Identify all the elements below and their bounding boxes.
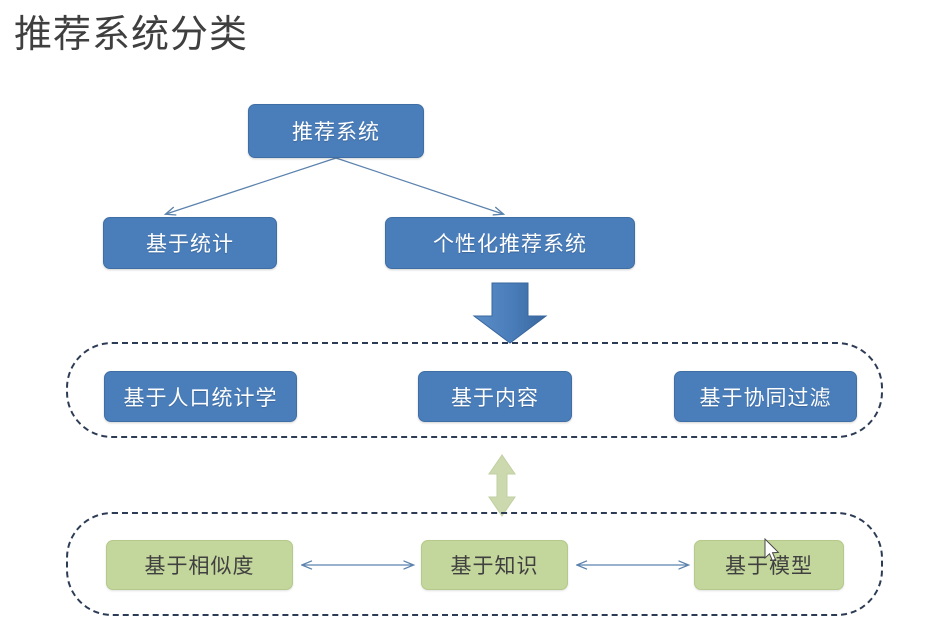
node-content-based[interactable]: 基于内容 bbox=[418, 371, 572, 422]
node-root[interactable]: 推荐系统 bbox=[248, 104, 424, 158]
connector-root-to-right bbox=[335, 157, 503, 214]
block-arrow-down-icon bbox=[472, 282, 548, 344]
node-similarity-based[interactable]: 基于相似度 bbox=[106, 540, 293, 590]
node-collaborative-filtering-based[interactable]: 基于协同过滤 bbox=[674, 371, 857, 422]
group-techniques-dashed-container bbox=[66, 512, 883, 616]
node-model-based[interactable]: 基于模型 bbox=[694, 540, 844, 590]
group-methods-dashed-container bbox=[66, 342, 883, 438]
node-demographic-based[interactable]: 基于人口统计学 bbox=[104, 371, 297, 422]
page-title: 推荐系统分类 bbox=[14, 14, 249, 56]
connector-root-to-left bbox=[166, 157, 337, 214]
node-knowledge-based[interactable]: 基于知识 bbox=[421, 540, 568, 590]
block-arrow-updown-icon bbox=[488, 454, 516, 517]
node-statistics-based[interactable]: 基于统计 bbox=[103, 217, 277, 269]
node-personalized-recommender[interactable]: 个性化推荐系统 bbox=[385, 217, 635, 269]
